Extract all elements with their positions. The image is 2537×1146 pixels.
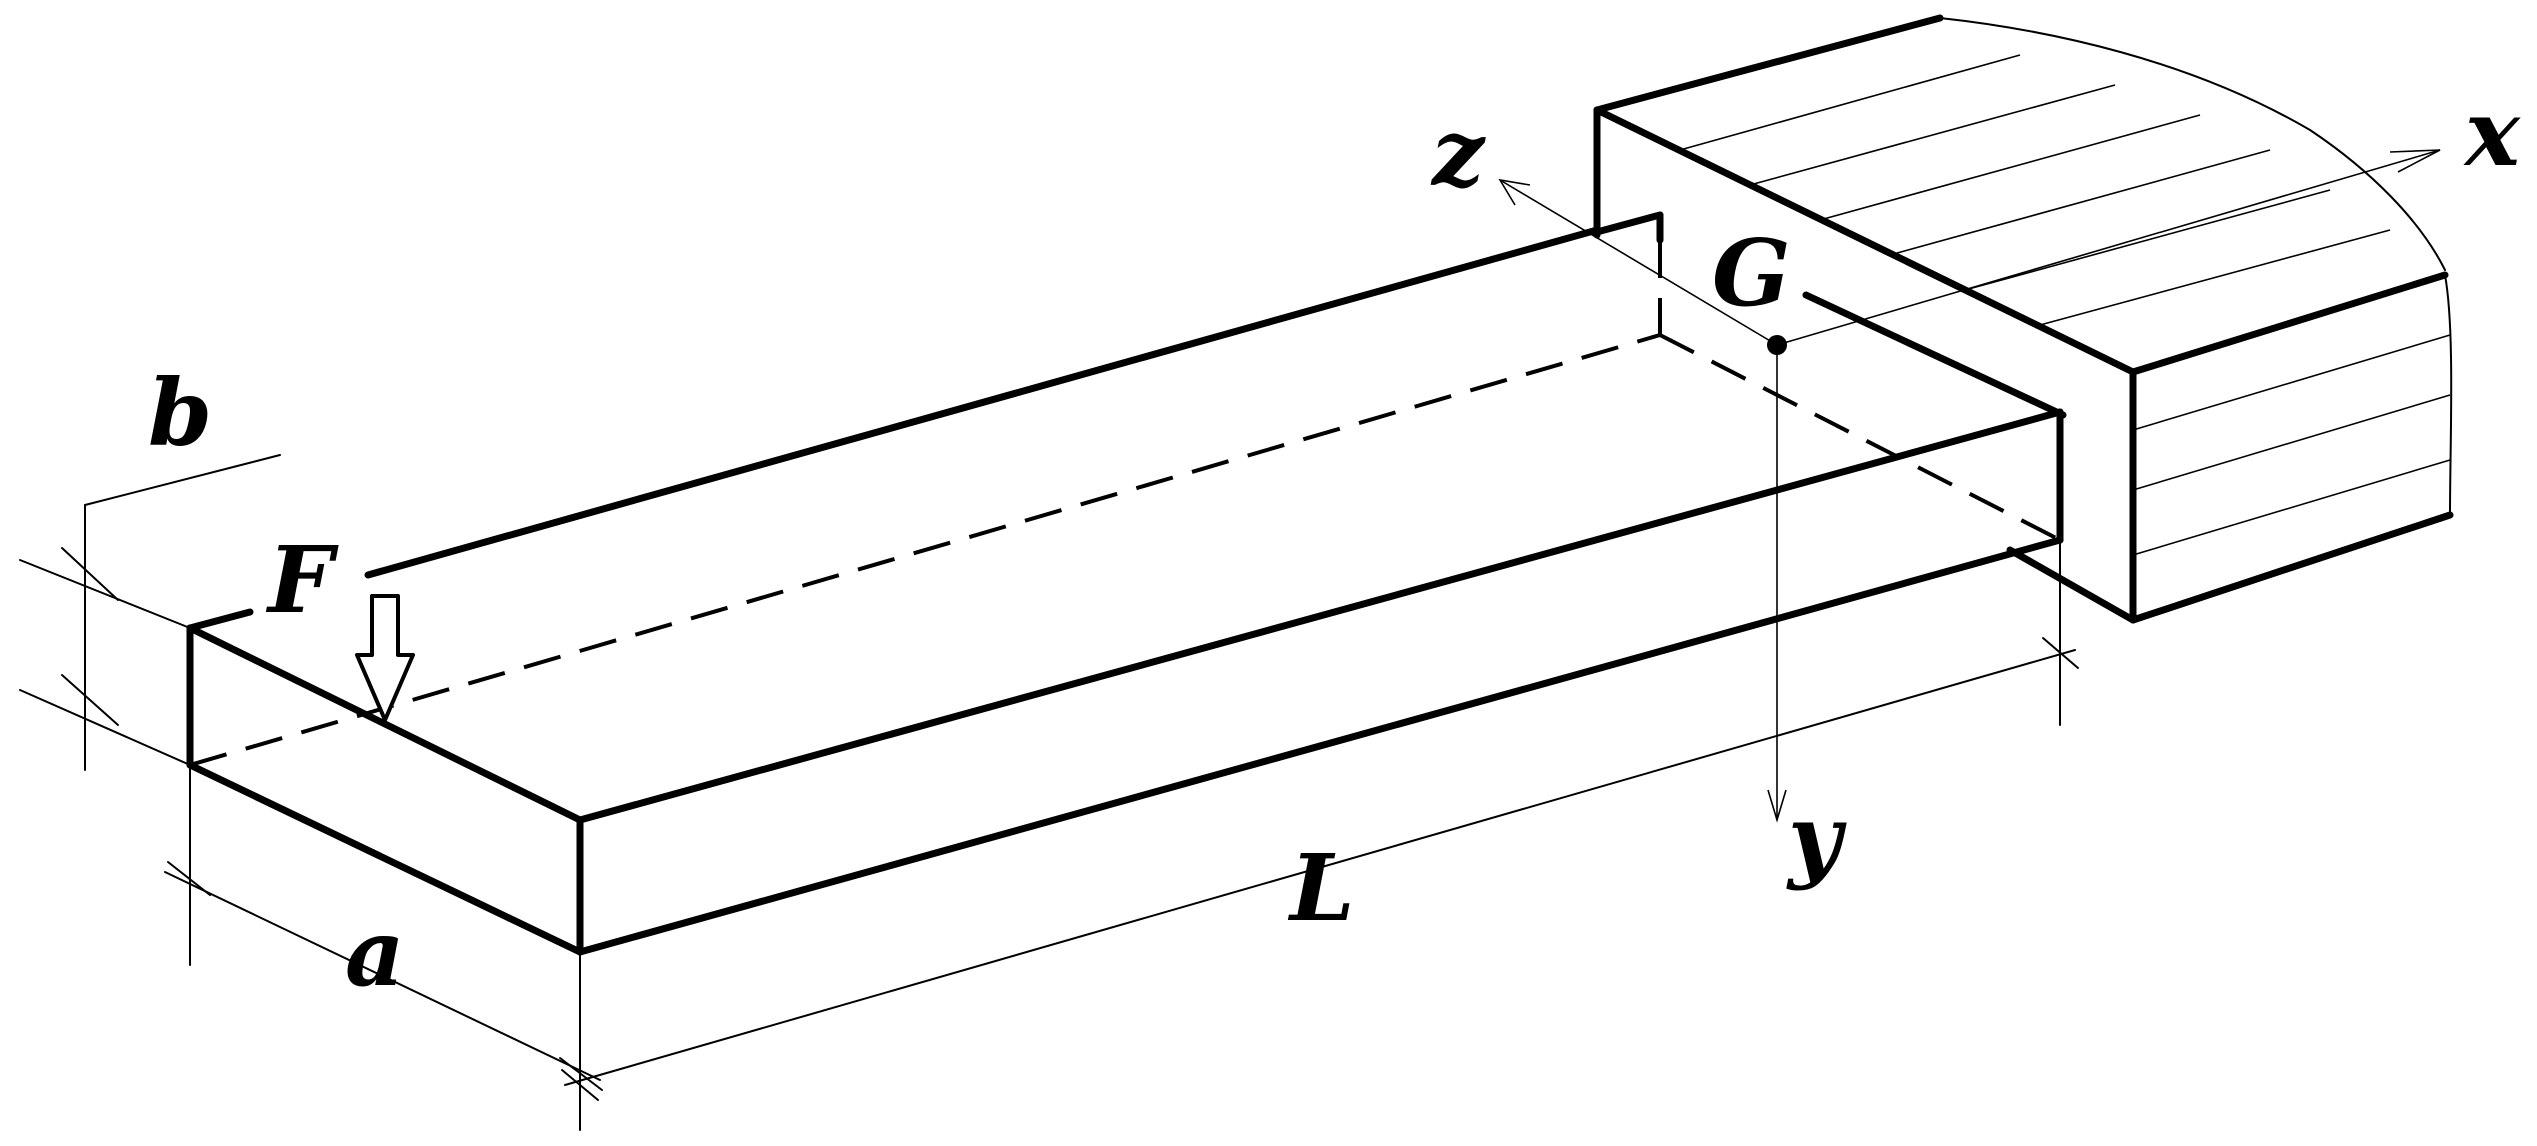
label-b: b (148, 359, 212, 467)
label-a: a (345, 899, 405, 1007)
dimension-l (561, 539, 2079, 1101)
label-f: F (265, 526, 339, 634)
label-z: z (1430, 99, 1486, 207)
coordinate-axes (1498, 149, 2441, 823)
label-g: G (1712, 219, 1791, 327)
dimension-b (19, 454, 281, 771)
dimension-a (164, 764, 603, 1131)
label-x: x (2463, 79, 2521, 187)
point-g-marker (1767, 335, 1787, 355)
label-l: L (1287, 834, 1355, 942)
beam-body (186, 211, 2064, 956)
force-arrow (355, 594, 415, 722)
fixed-support-block (1593, 14, 2454, 624)
label-y: y (1786, 784, 1847, 892)
